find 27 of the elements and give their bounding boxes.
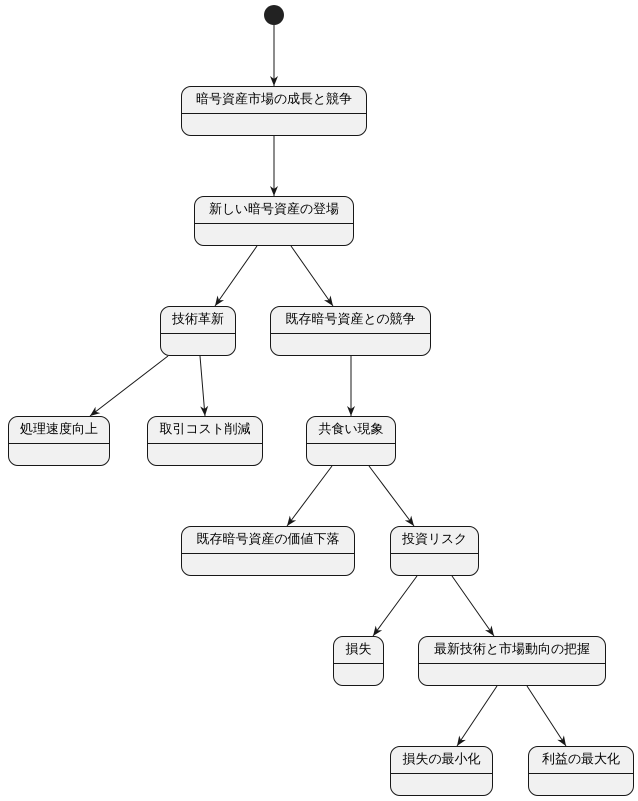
state-box: 利益の最大化 xyxy=(528,746,634,796)
state-box: 取引コスト削減 xyxy=(147,416,263,466)
arrow xyxy=(200,356,208,416)
arrow xyxy=(290,246,334,306)
state-box: 既存暗号資産の価値下落 xyxy=(181,526,355,576)
arrow xyxy=(526,686,566,746)
state-box: 新しい暗号資産の登場 xyxy=(194,196,354,246)
arrow xyxy=(286,466,332,526)
state-box: 投資リスク xyxy=(390,526,479,576)
arrow xyxy=(270,136,278,196)
arrow xyxy=(456,686,498,746)
arrow xyxy=(90,356,168,416)
arrow xyxy=(270,24,278,86)
state-box: 最新技術と市場動向の把握 xyxy=(418,636,606,686)
state-box: 既存暗号資産との競争 xyxy=(270,306,431,356)
state-box: 技術革新 xyxy=(160,306,236,356)
state-box: 共食い現象 xyxy=(306,416,396,466)
start-circle xyxy=(264,5,284,25)
arrow xyxy=(347,356,355,416)
state-box: 処理速度向上 xyxy=(8,416,110,466)
state-box: 暗号資産市場の成長と競争 xyxy=(181,86,367,136)
arrow xyxy=(214,246,258,306)
state-box: 損失の最小化 xyxy=(390,746,493,796)
arrow xyxy=(452,576,494,636)
state-box: 損失 xyxy=(333,636,384,686)
arrow xyxy=(368,466,414,526)
arrow xyxy=(372,576,418,636)
